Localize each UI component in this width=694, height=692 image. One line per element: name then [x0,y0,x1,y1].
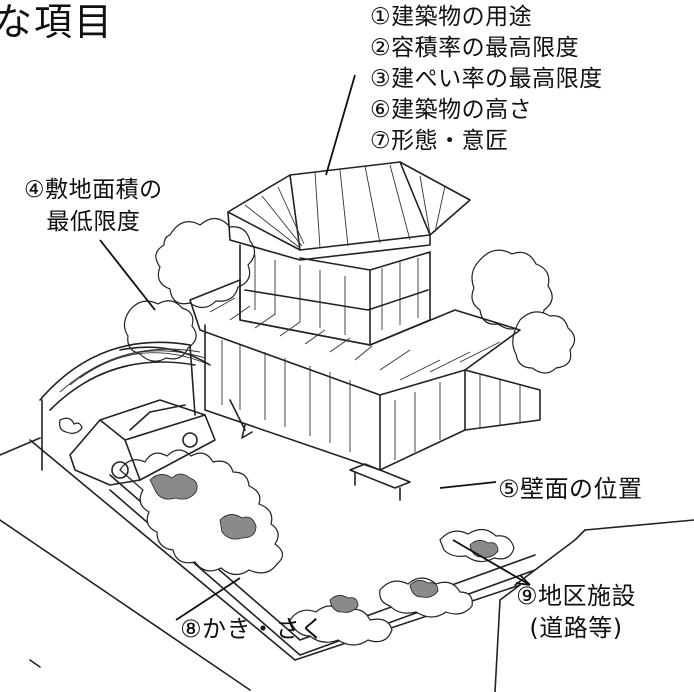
fence-label: ⑧かき・さく [180,615,325,643]
item-building-coverage-ratio: ③建ぺい率の最高限度 [370,66,603,92]
house [189,161,541,501]
carport [39,341,211,471]
car [69,399,216,486]
hedge [119,449,515,646]
leader-district-facility [452,539,531,586]
lot-area-line2: 最低限度 [46,209,141,235]
lot-area-line1: ④敷地面積の [24,177,163,203]
road-lines [0,437,694,692]
leader-fence [175,577,241,621]
district-facility-line1: ⑨地区施設 [516,582,637,610]
lot-area-label: ④敷地面積の 最低限度 [24,174,163,238]
item-floor-area-ratio: ②容積率の最高限度 [370,35,580,61]
building-items-list: ①建築物の用途 ②容積率の最高限度 ③建ぺい率の最高限度 ⑥建築物の高さ ⑦形態… [370,2,603,157]
item-building-height: ⑥建築物の高さ [370,97,533,123]
leader-lot-area [99,239,156,311]
page-title: な項目 [0,0,115,44]
item-form-design: ⑦形態・意匠 [370,128,509,154]
trees [123,217,576,374]
leader-top-items [325,74,356,176]
wall-position-label: ⑤壁面の位置 [498,475,643,503]
district-facility-line2: (道路等) [529,614,623,642]
item-building-use: ①建築物の用途 [370,4,533,30]
leader-lines [99,74,531,621]
leader-wall-position [439,481,497,489]
district-facility-label: ⑨地区施設 (道路等) [516,580,636,644]
